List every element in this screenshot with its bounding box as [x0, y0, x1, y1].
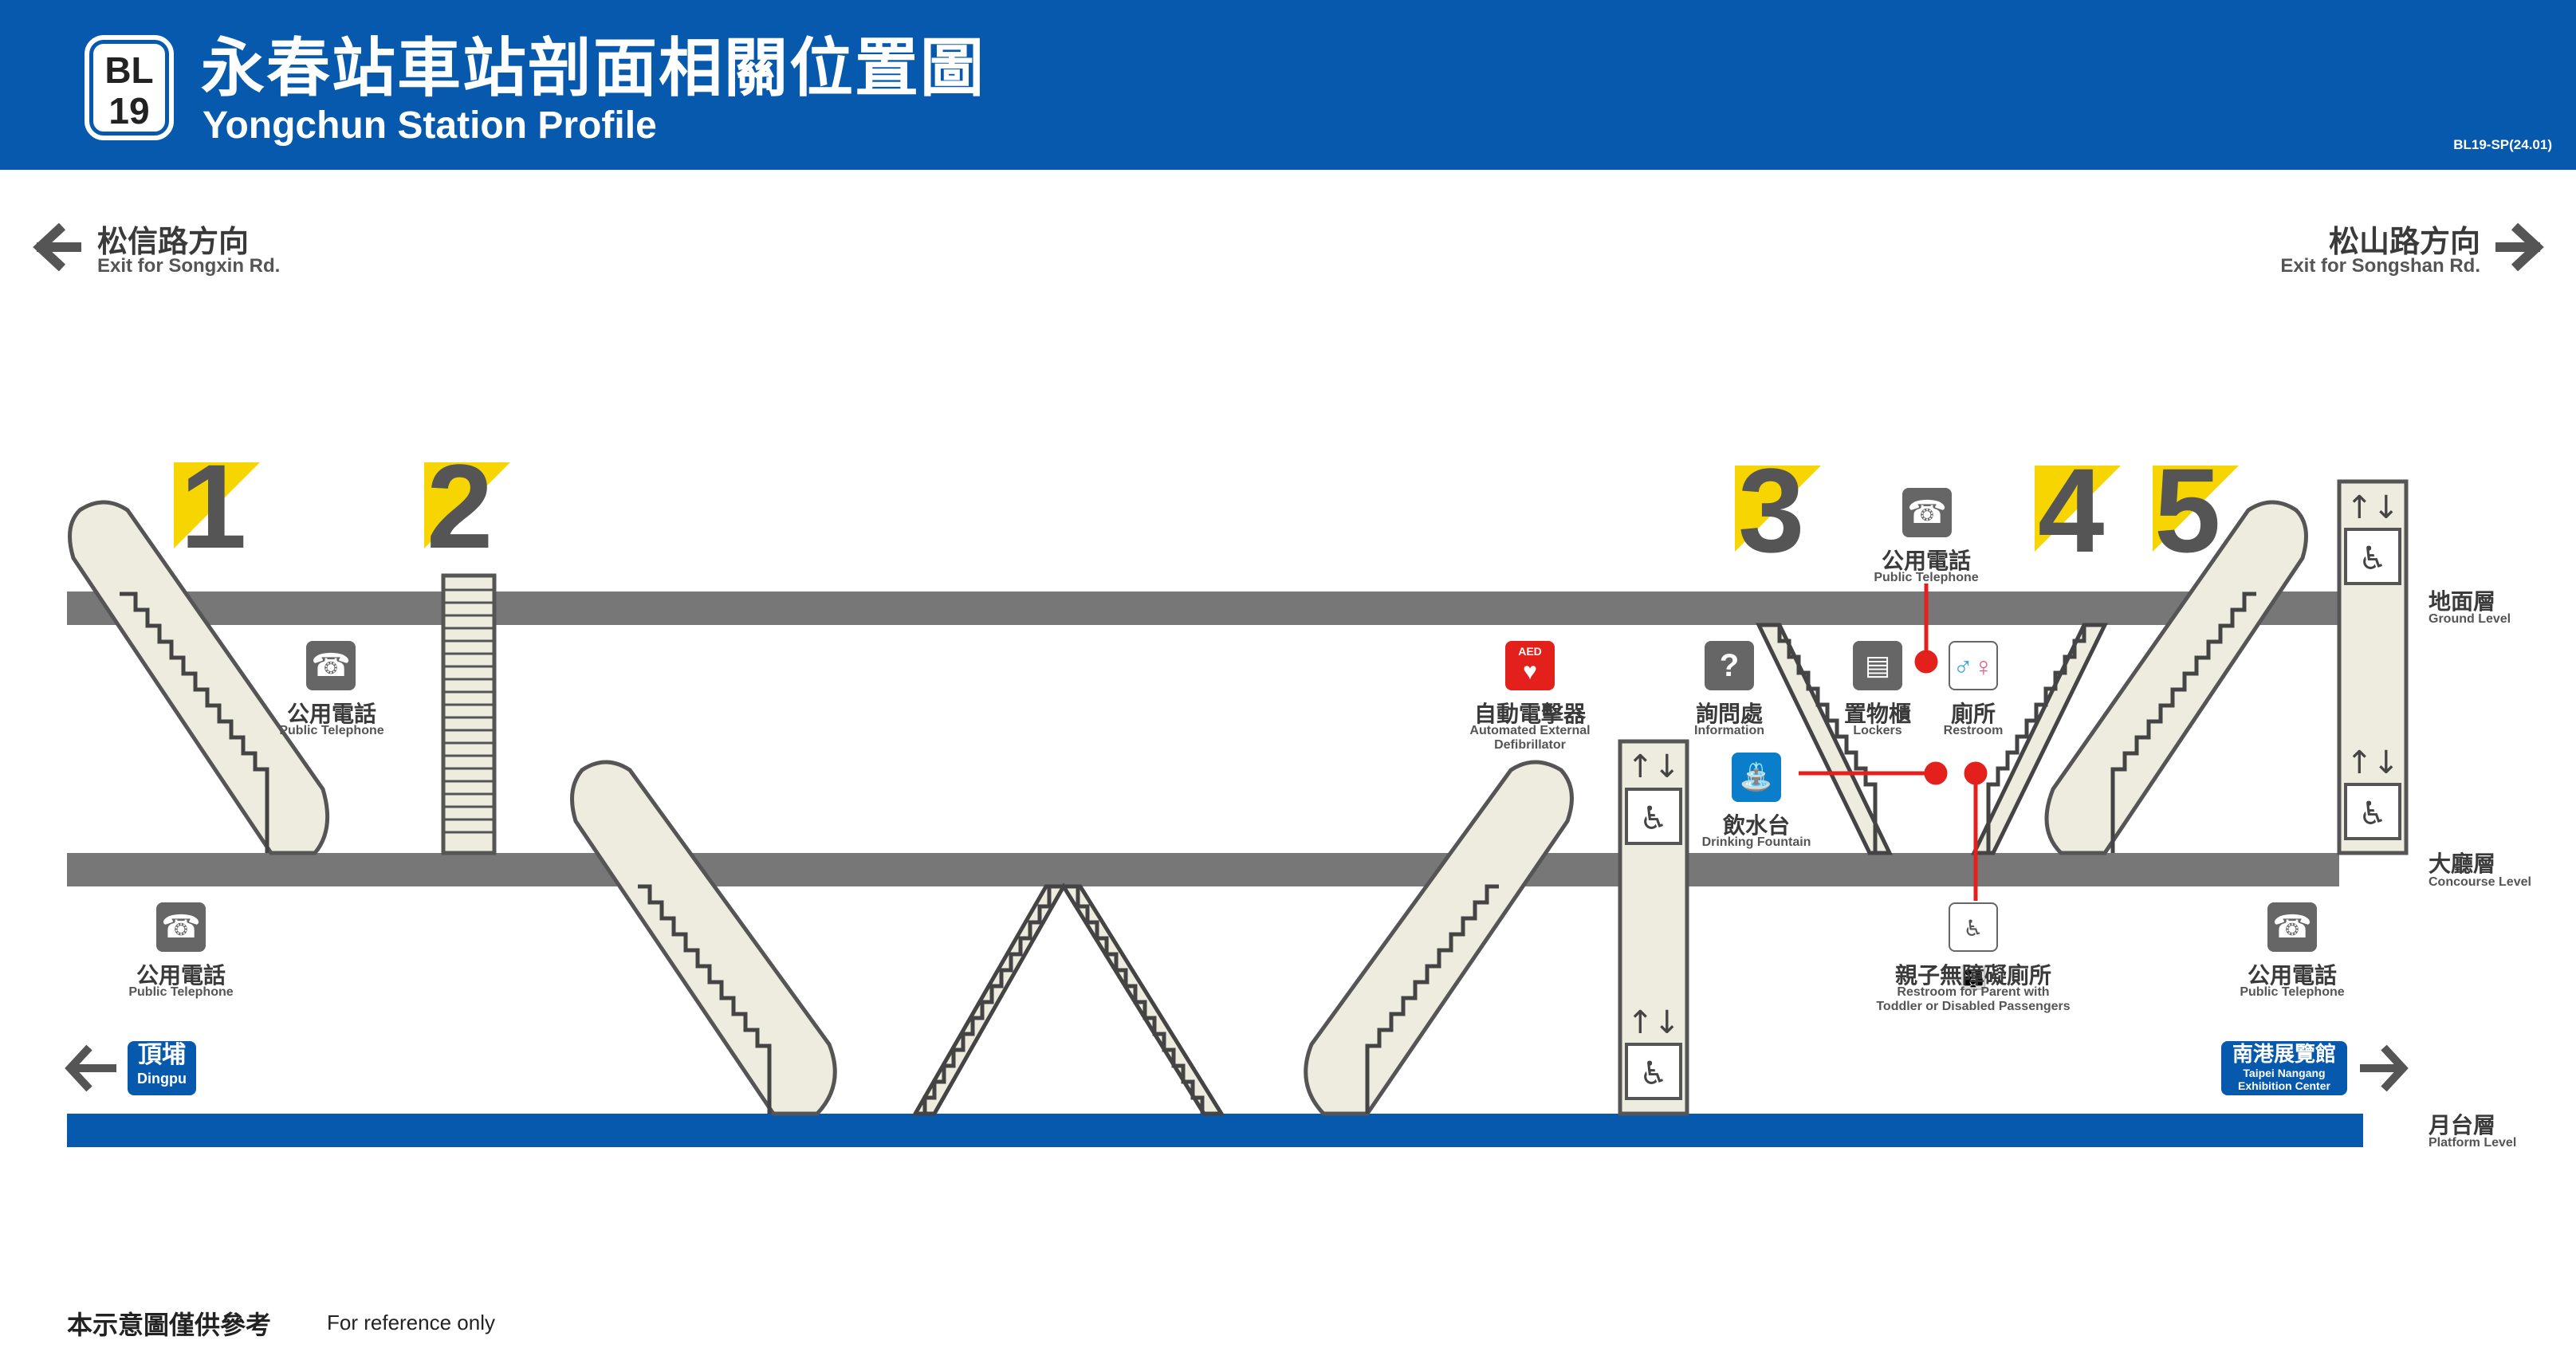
station-code-badge: BL 19: [85, 35, 174, 140]
direction-left-zh: 松信路方向: [97, 226, 250, 259]
exit4-number: 4: [2038, 443, 2105, 577]
lockers-label-en: Lockers: [1853, 724, 1902, 737]
locker-icon: ▤: [1853, 641, 1902, 690]
disclaimer-zh: 本示意圖僅供參考: [67, 1311, 272, 1339]
elevator-platform: ↑↓ ↑↓ ♿ ♿: [1618, 739, 1689, 1116]
information-label-en: Information: [1694, 724, 1764, 737]
level-ground-zh: 地面層: [2429, 589, 2496, 614]
level-platform-zh: 月台層: [2429, 1113, 2496, 1138]
facility-connector-lines: [1799, 584, 1988, 901]
direction-right-zh: 松山路方向: [2328, 226, 2480, 259]
stairs-exit3: [1756, 623, 1893, 855]
destination-nangang-en-line1: Taipei Nangang: [2243, 1067, 2326, 1079]
level-platform-en: Platform Level: [2429, 1136, 2517, 1150]
svg-text:♿: ♿: [2358, 540, 2387, 577]
phone-concourse-right-en: Public Telephone: [2240, 985, 2345, 999]
phone-ground-left-en: Public Telephone: [279, 724, 384, 737]
aed-label-en-line2: Defibrillator: [1494, 738, 1566, 752]
information-icon: ?: [1705, 641, 1754, 690]
exit5-number: 5: [2154, 443, 2221, 577]
level-ground-en: Ground Level: [2429, 612, 2511, 626]
svg-text:↑↓: ↑↓: [2346, 745, 2399, 781]
exit1-flag: [174, 462, 260, 548]
stairs-exit2: [441, 573, 497, 855]
aed-label-zh: 自動電擊器: [1473, 702, 1586, 726]
exit1-number: 1: [180, 439, 247, 573]
elevator-ground: ↑↓ ↑↓ ♿ ♿: [2337, 479, 2409, 855]
aed-icon-text: AED: [1518, 645, 1542, 658]
phone-ground-right-zh: 公用電話: [1881, 548, 1971, 573]
stairs-platform-center: [911, 882, 1225, 1116]
destination-dingpu: 頂埔 Dingpu: [128, 1041, 196, 1095]
svg-text:↑↓: ↑↓: [1626, 1004, 1680, 1041]
arrow-left-icon: [33, 222, 81, 272]
exit2-number: 2: [427, 439, 494, 573]
destination-dingpu-zh: 頂埔: [138, 1042, 186, 1068]
destination-nangang-en-line2: Exhibition Center: [2238, 1079, 2330, 1092]
level-concourse-zh: 大廳層: [2429, 851, 2496, 876]
svg-text:♿: ♿: [1639, 1055, 1668, 1092]
exit4-flag: [2035, 466, 2121, 552]
escalator-platform-right: [1304, 760, 1574, 1116]
restroom-icon: ♂♀: [1949, 641, 1998, 690]
fountain-label-zh: 飲水台: [1722, 813, 1790, 838]
concourse-level-slab: [67, 853, 2339, 886]
escalator-exit5: [2044, 500, 2308, 855]
telephone-icon: ☎: [1902, 488, 1952, 537]
family-restroom-label-en-line2: Toddler or Disabled Passengers: [1876, 1000, 2071, 1013]
document-code: BL19-SP(24.01): [2453, 137, 2552, 152]
exit3-flag: [1735, 466, 1821, 552]
exit3-number: 3: [1738, 443, 1805, 577]
telephone-icon: ☎: [2267, 902, 2317, 952]
destination-nangang: 南港展覽館 Taipei Nangang Exhibition Center: [2221, 1041, 2347, 1095]
level-concourse-en: Concourse Level: [2429, 875, 2531, 889]
svg-text:♿: ♿: [1639, 800, 1668, 837]
arrow-left-platform-icon: [65, 1044, 116, 1092]
phone-ground-right-en: Public Telephone: [1874, 571, 1979, 584]
fountain-label-en: Drinking Fountain: [1701, 835, 1811, 849]
destination-dingpu-en: Dingpu: [137, 1071, 187, 1087]
page-title-en: Yongchun Station Profile: [203, 104, 657, 147]
restroom-label-zh: 廁所: [1950, 702, 1996, 726]
telephone-icon: ☎: [306, 641, 356, 690]
phone-ground-left-zh: 公用電話: [286, 702, 376, 726]
aed-icon: AED ♥: [1505, 641, 1555, 690]
direction-left-en: Exit for Songxin Rd.: [97, 255, 281, 277]
svg-text:↑↓: ↑↓: [1626, 749, 1680, 785]
phone-concourse-left-zh: 公用電話: [136, 963, 226, 988]
arrow-right-platform-icon: [2360, 1044, 2409, 1092]
telephone-icon: ☎: [156, 902, 206, 952]
lockers-label-zh: 置物櫃: [1843, 702, 1911, 726]
svg-text:♿: ♿: [2358, 796, 2387, 832]
disclaimer-en: For reference only: [327, 1311, 495, 1334]
ground-level-slab: [67, 592, 2339, 625]
drinking-fountain-icon: ⛲: [1732, 753, 1781, 802]
svg-text:↑↓: ↑↓: [2346, 489, 2399, 526]
information-label-zh: 詢問處: [1695, 702, 1763, 726]
arrow-right-icon: [2495, 222, 2544, 272]
family-restroom-label-zh: 親子無障礙廁所: [1894, 963, 2051, 988]
badge-line-code: BL: [104, 49, 154, 91]
escalator-platform-left: [570, 760, 837, 1116]
family-restroom-label-en-line1: Restroom for Parent with: [1897, 985, 2050, 999]
exit5-flag: [2153, 466, 2239, 552]
phone-concourse-left-en: Public Telephone: [128, 985, 234, 999]
escalator-exit1: [68, 500, 330, 855]
phone-concourse-right-zh: 公用電話: [2247, 963, 2337, 988]
direction-right-en: Exit for Songshan Rd.: [2280, 255, 2480, 277]
restroom-label-en: Restroom: [1943, 724, 2004, 737]
page-title-zh: 永春站車站剖面相關位置圖: [201, 33, 985, 104]
exit2-flag: [424, 462, 510, 548]
platform-level-bar: [67, 1114, 2363, 1147]
badge-line-number: 19: [108, 90, 150, 132]
header-bar: BL 19 永春站車站剖面相關位置圖 Yongchun Station Prof…: [0, 0, 2576, 170]
destination-nangang-zh: 南港展覽館: [2232, 1042, 2336, 1066]
aed-label-en-line1: Automated External: [1469, 724, 1591, 737]
family-restroom-icon: ♿👪: [1949, 902, 1998, 990]
